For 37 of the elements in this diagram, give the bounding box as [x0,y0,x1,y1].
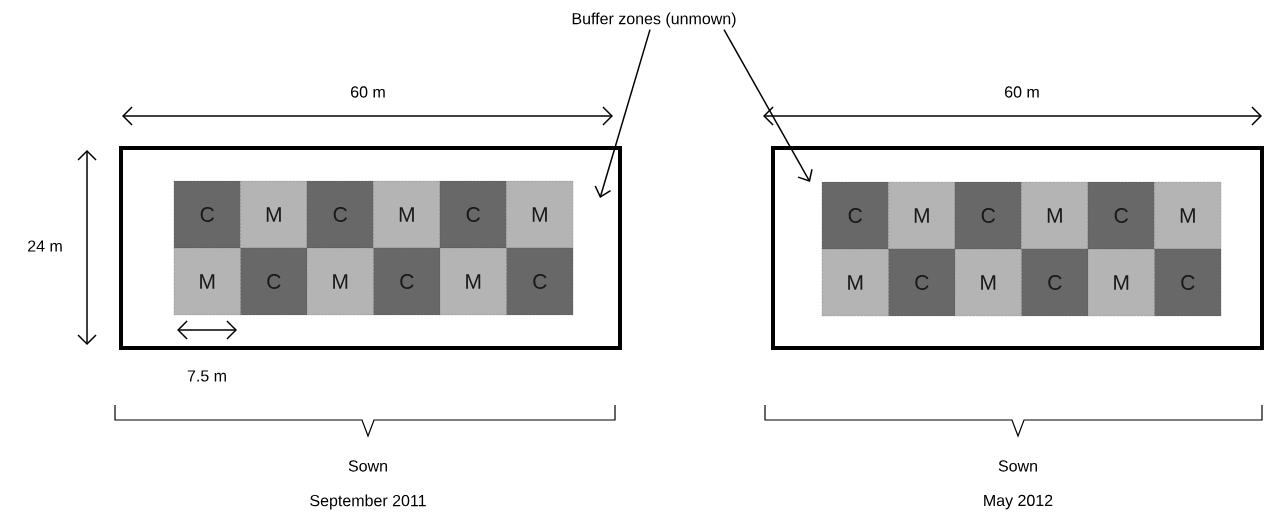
plot-cell: C [1154,248,1222,317]
plot-cell: M [240,180,308,249]
dimension-label: 7.5 m [187,370,226,382]
plot-cell: M [439,247,507,316]
plot-cell: M [1154,181,1222,250]
plot-cell: C [1087,181,1155,250]
sowing-label: Sown [348,460,387,472]
plot-cell: C [173,180,241,249]
plot-cell: M [1087,248,1155,317]
plot-cell: C [306,180,374,249]
plot-cell: C [240,247,308,316]
plot-cell: C [439,180,507,249]
sowing-label: September 2011 [310,494,426,510]
plot-cell: C [888,248,956,317]
leader-arrow [594,28,651,198]
field-plot [771,146,1264,350]
plot-cell: M [173,247,241,316]
plot-cell: M [1021,181,1089,250]
plot-cell: C [506,247,574,316]
dimension-label: 60 m [1005,86,1039,98]
plot-cell: M [888,181,956,250]
plot-cell: M [821,248,889,317]
plot-cell: C [954,181,1022,250]
plot-cell: C [1021,248,1089,317]
callout-text: Buffer zones (unmown) [572,12,736,28]
plot-cell: M [306,247,374,316]
plot-cell: C [373,247,441,316]
dimension-label: 24 m [28,240,62,252]
plot-cell: M [954,248,1022,317]
plot-cell: C [821,181,889,250]
sowing-label: Sown [998,460,1037,472]
plot-cell: M [506,180,574,249]
dimension-label: 60 m [351,86,385,98]
sowing-label: May 2012 [984,494,1053,510]
plot-cell: M [373,180,441,249]
leader-arrow [723,28,813,182]
field-plot [119,146,622,350]
